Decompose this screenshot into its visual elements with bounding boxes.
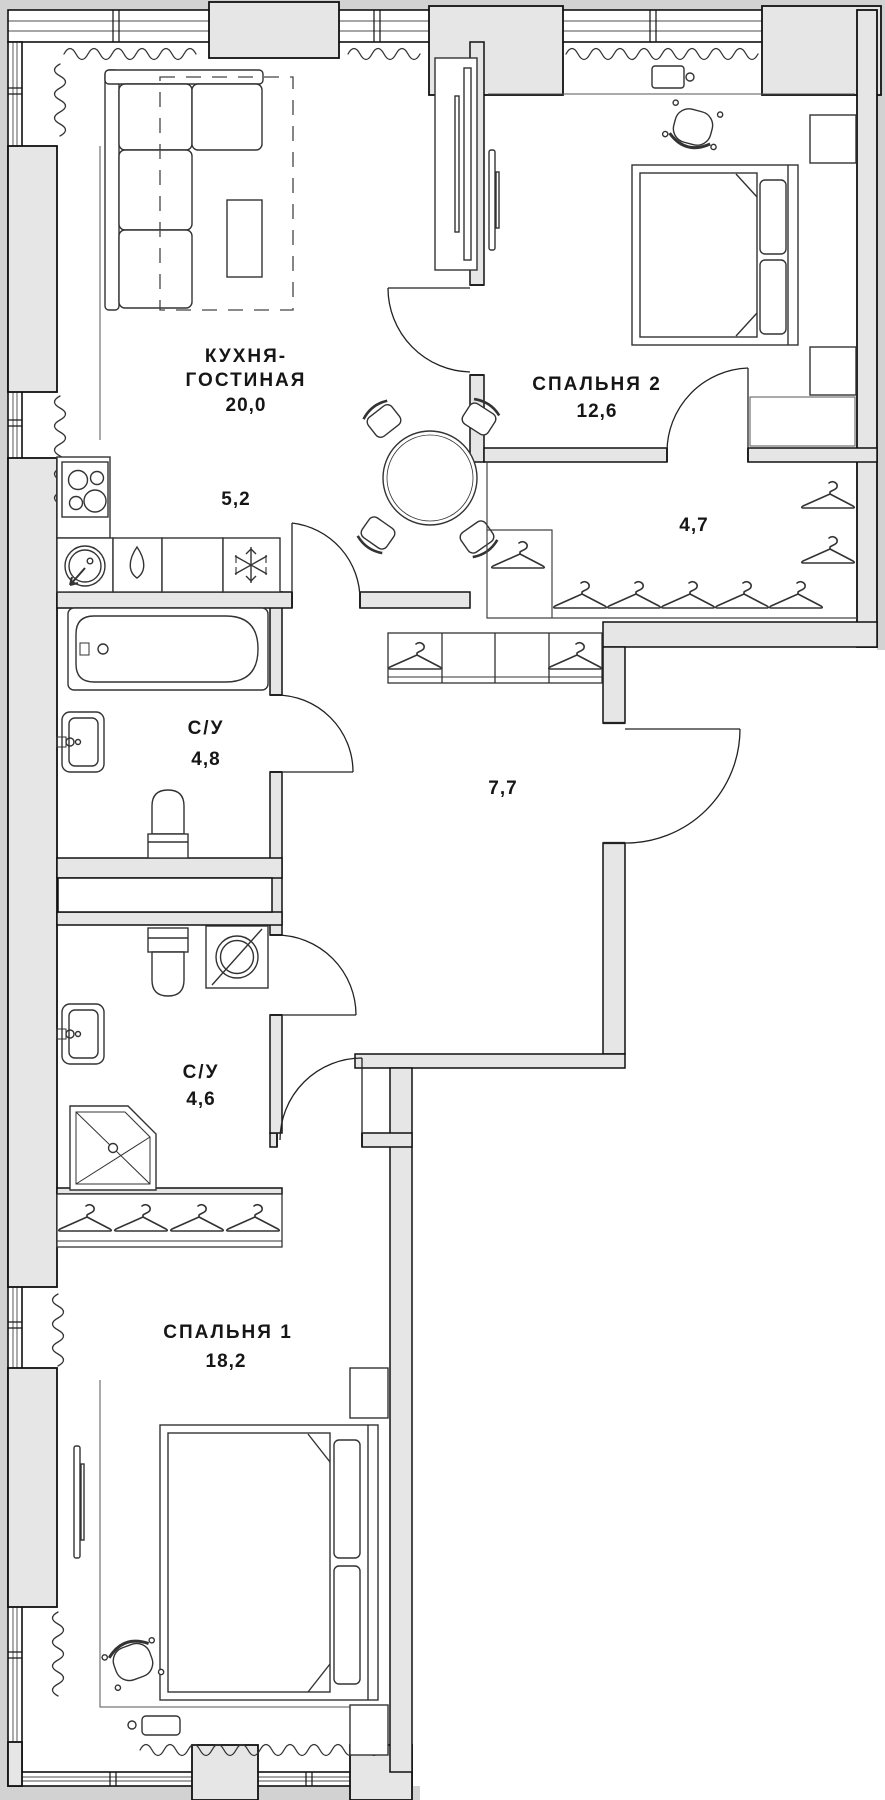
drop-icon	[129, 545, 145, 579]
console-dot	[685, 72, 695, 82]
curtain-icon	[53, 63, 67, 137]
shower-icon	[69, 1105, 157, 1191]
bed-icon	[631, 164, 799, 346]
console-box	[651, 65, 685, 89]
entrance-door-arc	[603, 721, 741, 845]
door-arc	[291, 522, 361, 608]
tv-icon	[73, 1445, 85, 1559]
toilet-icon	[147, 789, 189, 859]
bedroom2-name: СПАЛЬНЯ 2	[532, 374, 662, 395]
door-arc	[276, 1057, 363, 1147]
kitchen-name-1: КУХНЯ-	[205, 346, 287, 367]
hall-closet	[387, 632, 603, 684]
kitchen-name-2: ГОСТИНАЯ	[186, 370, 307, 391]
hallway-area: 7,7	[488, 778, 517, 799]
room-bathroom-1	[56, 607, 269, 859]
dining-table-icon	[354, 394, 503, 562]
room-kitchen-living	[56, 57, 503, 593]
snowflake-fridge-icon	[234, 547, 268, 583]
curtain-icon	[51, 1293, 65, 1367]
hanger-icon	[660, 580, 716, 609]
kitchen-area: 20,0	[226, 395, 267, 416]
curtain-icon	[565, 47, 759, 61]
soffit-lines	[99, 93, 855, 1708]
ventilation-duct	[57, 877, 273, 913]
bedroom2-area: 12,6	[577, 401, 618, 422]
bed-icon	[159, 1424, 379, 1701]
walk-in-wardrobe	[486, 462, 857, 619]
kitchen-zone-area: 5,2	[221, 489, 250, 510]
washbasin-icon	[56, 711, 105, 773]
window-ticks	[8, 10, 657, 1786]
room-bedroom-1	[73, 1367, 389, 1756]
nightstand-icon	[349, 1367, 389, 1419]
nightstand-icon	[809, 114, 857, 164]
door-arc	[270, 934, 357, 1016]
washing-machine-icon	[205, 925, 269, 989]
bedroom1-area: 18,2	[206, 1351, 247, 1372]
curtain-icon	[139, 1743, 381, 1757]
hanger-icon	[800, 480, 856, 509]
bathtub-icon	[67, 607, 269, 691]
hanger-icon	[552, 580, 608, 609]
sink-icon	[64, 545, 106, 587]
tall-cabinet	[434, 57, 478, 271]
labels: КУХНЯ- ГОСТИНАЯ 20,0 5,2 СПАЛЬНЯ 2 12,6 …	[163, 346, 708, 1372]
washbasin-icon	[56, 1003, 105, 1065]
curtain-icon	[51, 1611, 65, 1697]
stove-icon	[61, 461, 109, 518]
room-bathroom-2	[56, 925, 269, 1191]
hanger-icon	[714, 580, 770, 609]
doors	[270, 284, 749, 1147]
exterior-piers	[7, 1, 882, 1800]
toilet-icon	[147, 927, 189, 997]
closet-niche	[749, 396, 856, 447]
coffee-table-icon	[226, 199, 263, 278]
hanger-icon	[800, 535, 856, 564]
hanger-icon	[490, 540, 546, 569]
bedroom1-closet	[56, 1193, 283, 1248]
tv-icon	[488, 149, 500, 251]
wardrobe-area: 4,7	[679, 515, 708, 536]
curtain-icon	[63, 47, 197, 61]
door-arc	[387, 284, 484, 376]
curtain-icon	[347, 47, 421, 61]
office-chair-icon	[659, 97, 727, 156]
nightstand-icon	[809, 346, 857, 396]
bathroom2-area: 4,6	[186, 1089, 215, 1110]
office-chair-icon	[98, 1631, 168, 1694]
tv-stand-icon	[127, 1715, 181, 1736]
hanger-icon	[606, 580, 662, 609]
rug-outline	[159, 76, 294, 311]
sofa-icon	[104, 69, 264, 311]
bathroom2-name: С/У	[183, 1062, 220, 1083]
bathroom1-area: 4,8	[191, 749, 220, 770]
hanger-icon	[768, 580, 824, 609]
bedroom1-name: СПАЛЬНЯ 1	[163, 1322, 293, 1343]
interior-walls	[56, 41, 878, 1773]
door-arc	[270, 694, 354, 773]
room-bedroom-2	[488, 65, 857, 447]
nightstand-icon	[349, 1704, 389, 1756]
door-arc	[666, 367, 749, 462]
bathroom1-name: С/У	[188, 718, 225, 739]
